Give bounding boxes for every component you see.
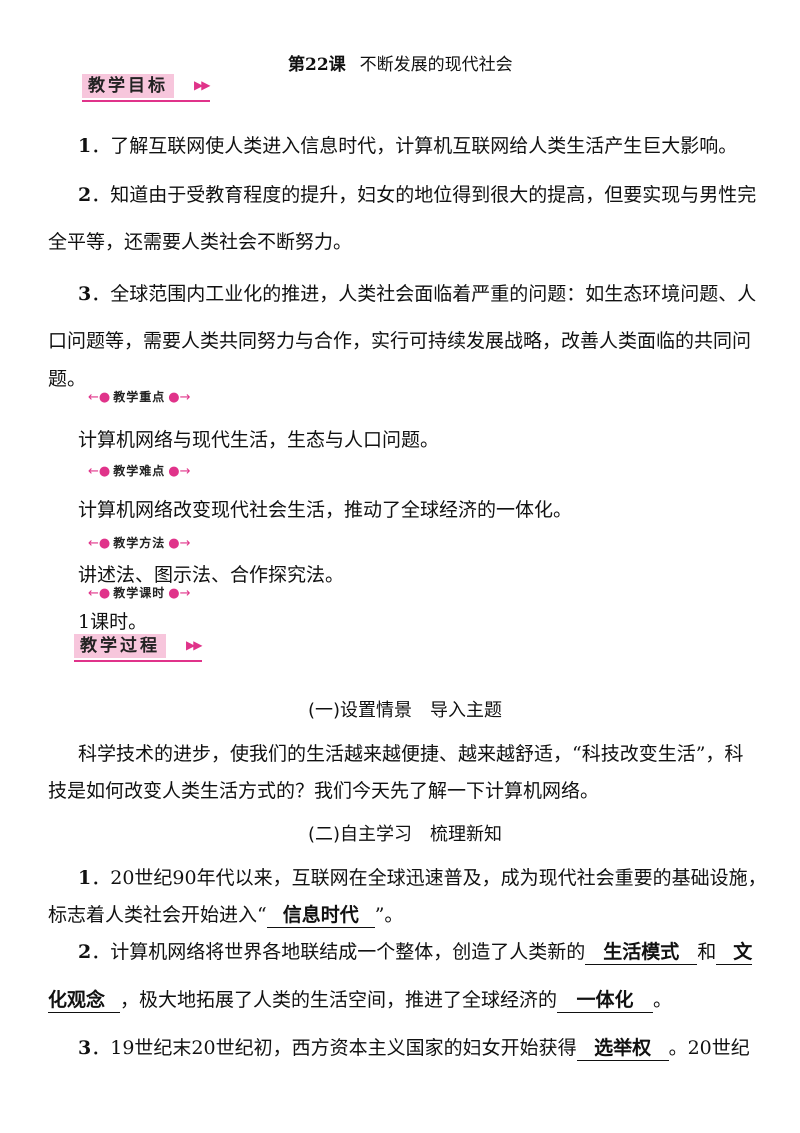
answer-blank: 文 [716,940,753,965]
lesson-name: 不断发展的现代社会 [359,55,513,75]
objectives-banner: 教学目标 ▶▶ [82,72,211,102]
process-banner-label: 教学过程 [74,634,166,658]
lesson-title: 第22课不断发展的现代社会 [288,50,513,75]
key-points-text: 计算机网络与现代生活，生态与人口问题。 [78,429,440,451]
objective-3-line-1: 3．全球范围内工业化的推进，人类社会面临着严重的问题：如生态环境问题、人 [78,283,757,305]
double-chevron-right-icon: ▶▶ [186,638,203,652]
answer-blank: 生活模式 [585,940,698,965]
ornament-left-icon: ←● [88,536,111,551]
ornament-left-icon: ←● [88,586,111,601]
key-points-tag: ←●教学重点●→ [88,390,191,405]
section-2-item-2-line-2: 化观念，极大地拓展了人类的生活空间，推进了全球经济的一体化。 [48,988,673,1013]
double-chevron-right-icon: ▶▶ [194,78,211,92]
answer-blank: 选举权 [576,1036,669,1061]
section-2-item-1-line-1: 1．20世纪90年代以来，互联网在全球迅速普及，成为现代社会重要的基础设施， [78,867,767,889]
lesson-number: 第22课 [288,55,346,75]
ornament-left-icon: ←● [88,464,111,479]
difficulties-text: 计算机网络改变现代社会生活，推动了全球经济的一体化。 [78,499,573,521]
ornament-right-icon: ●→ [168,536,191,551]
section-2-item-3-line-1: 3．19世纪末20世纪初，西方资本主义国家的妇女开始获得选举权。20世纪 [78,1036,750,1061]
section-1-line-2: 技是如何改变人类生活方式的？我们今天先了解一下计算机网络。 [48,780,600,802]
hours-tag: ←●教学课时●→ [88,586,191,601]
objective-2-line-2: 全平等，还需要人类社会不断努力。 [48,231,353,253]
objective-1: 1．了解互联网使人类进入信息时代，计算机互联网给人类生活产生巨大影响。 [78,135,738,157]
answer-blank: 一体化 [557,988,654,1013]
methods-text: 讲述法、图示法、合作探究法。 [78,564,345,586]
section-1-line-1: 科学技术的进步，使我们的生活越来越便捷、越来越舒适，“科技改变生活”，科 [78,743,744,765]
section-2-title: (二)自主学习 梳理新知 [308,824,503,845]
ornament-left-icon: ←● [88,390,111,405]
answer-blank: 信息时代 [266,903,375,928]
answer-blank: 化观念 [48,988,120,1013]
process-banner: 教学过程 ▶▶ [74,632,203,662]
ornament-right-icon: ●→ [168,586,191,601]
section-2-item-1-line-2: 标志着人类社会开始进入“信息时代”。 [48,903,404,928]
objective-3-line-3: 题。 [48,368,87,390]
objectives-banner-label: 教学目标 [82,74,174,98]
section-1-title: (一)设置情景 导入主题 [308,700,503,721]
hours-text: 1课时。 [78,611,148,633]
methods-tag: ←●教学方法●→ [88,536,191,551]
ornament-right-icon: ●→ [168,390,191,405]
difficulties-tag: ←●教学难点●→ [88,464,191,479]
objective-3-line-2: 口问题等，需要人类共同努力与合作，实行可持续发展战略，改善人类面临的共同问 [48,330,752,352]
ornament-right-icon: ●→ [168,464,191,479]
objective-2-line-1: 2．知道由于受教育程度的提升，妇女的地位得到很大的提高，但要实现与男性完 [78,184,757,206]
section-2-item-2-line-1: 2．计算机网络将世界各地联结成一个整体，创造了人类新的生活模式和文 [78,940,753,965]
